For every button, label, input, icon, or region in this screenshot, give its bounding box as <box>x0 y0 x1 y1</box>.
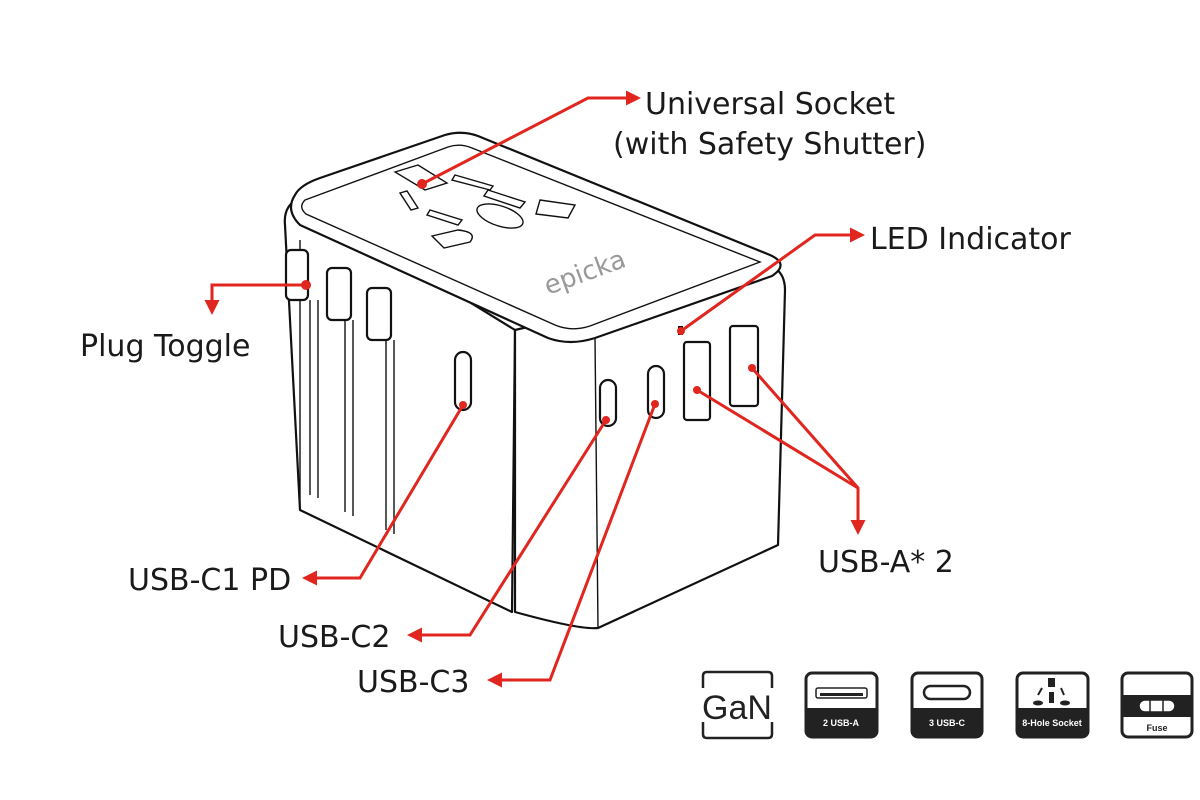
label-usb-c3: USB-C3 <box>357 665 469 700</box>
svg-text:8-Hole Socket: 8-Hole Socket <box>1022 718 1082 728</box>
label-safety-shutter: (with Safety Shutter) <box>613 127 926 162</box>
feature-badges: GaN 2 USB-A 3 USB-C 8-Hole Socket <box>701 670 1194 740</box>
label-universal-socket: Universal Socket <box>645 87 895 122</box>
svg-text:2 USB-A: 2 USB-A <box>823 718 860 728</box>
adapter-body: epicka <box>283 131 787 630</box>
svg-text:3 USB-C: 3 USB-C <box>929 718 966 728</box>
fuse-icon: Fuse <box>1120 671 1194 739</box>
universal-socket <box>393 164 577 249</box>
label-usb-c2: USB-C2 <box>278 620 390 655</box>
usb-c2-port <box>598 378 618 428</box>
usb-c3-port <box>646 364 666 420</box>
usb-c1-port <box>453 350 473 412</box>
gan-icon: GaN <box>701 670 774 740</box>
svg-text:Fuse: Fuse <box>1146 723 1167 733</box>
label-plug-toggle: Plug Toggle <box>80 329 250 364</box>
top-face <box>289 131 782 344</box>
usb-c-icon: 3 USB-C <box>910 671 984 739</box>
label-usb-c1: USB-C1 PD <box>128 563 291 598</box>
callouts <box>204 90 866 688</box>
usb-a-icon: 2 USB-A <box>804 671 879 739</box>
svg-text:GaN: GaN <box>702 689 772 727</box>
usb-a-port-1 <box>682 340 712 422</box>
socket-icon: 8-Hole Socket <box>1015 671 1090 739</box>
label-led-indicator: LED Indicator <box>870 222 1072 257</box>
usb-a-port-2 <box>728 324 760 408</box>
label-usb-a: USB-A* 2 <box>818 545 954 580</box>
